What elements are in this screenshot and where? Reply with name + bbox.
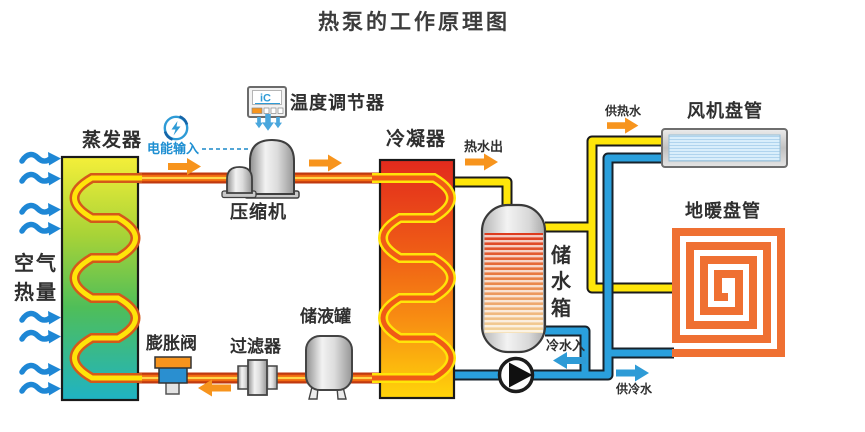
controller-screen-text: iC bbox=[260, 93, 271, 105]
floor-coil-label: 地暖盘管 bbox=[685, 201, 761, 221]
hot-water-pipes bbox=[454, 135, 674, 294]
floor-heating-coil bbox=[672, 228, 785, 357]
controller-button bbox=[251, 107, 263, 114]
arrow-compressor-out bbox=[309, 154, 342, 172]
hot-water-supply-label: 供热水 bbox=[605, 104, 642, 118]
liquid-receiver-label: 储液罐 bbox=[300, 307, 351, 326]
water-storage-tank bbox=[480, 203, 547, 354]
circulation-pump bbox=[497, 356, 535, 394]
compressor-label: 压缩机 bbox=[230, 202, 287, 222]
fan-coil-label: 风机盘管 bbox=[687, 101, 763, 121]
power-input-icon bbox=[163, 115, 189, 141]
diagram-title: 热泵的工作原理图 bbox=[318, 11, 510, 34]
pipe-condenser-to-tank bbox=[454, 178, 511, 214]
condenser bbox=[372, 158, 456, 400]
temp-controller-label: 温度调节器 bbox=[290, 93, 385, 113]
filter-label: 过滤器 bbox=[230, 337, 281, 356]
air-heat-label: 空气 热量 bbox=[14, 253, 58, 304]
compressor bbox=[221, 138, 300, 199]
filter bbox=[237, 359, 278, 396]
pipe-hot-supply bbox=[588, 137, 674, 292]
arrow-cold-supply bbox=[616, 364, 649, 382]
liquid-receiver bbox=[305, 335, 353, 400]
expansion-valve bbox=[154, 356, 192, 395]
arrow-hot-water-out bbox=[465, 153, 498, 171]
cold-water-supply-label: 供冷水 bbox=[616, 382, 653, 396]
hot-water-out-label: 热水出 bbox=[464, 139, 504, 154]
cold-water-in-label: 冷水入 bbox=[546, 338, 586, 353]
arrow-power-flow bbox=[168, 158, 201, 175]
fan-coil-unit bbox=[661, 128, 788, 168]
water-tank-label: 储 水 箱 bbox=[551, 245, 571, 320]
arrow-hot-supply bbox=[607, 117, 639, 134]
temperature-controller: iC bbox=[247, 86, 287, 131]
evaporator-label: 蒸发器 bbox=[82, 130, 143, 151]
expansion-valve-label: 膨胀阀 bbox=[146, 334, 197, 353]
power-input-label: 电能输入 bbox=[147, 141, 200, 156]
evaporator bbox=[60, 155, 142, 402]
condenser-label: 冷凝器 bbox=[386, 129, 447, 150]
